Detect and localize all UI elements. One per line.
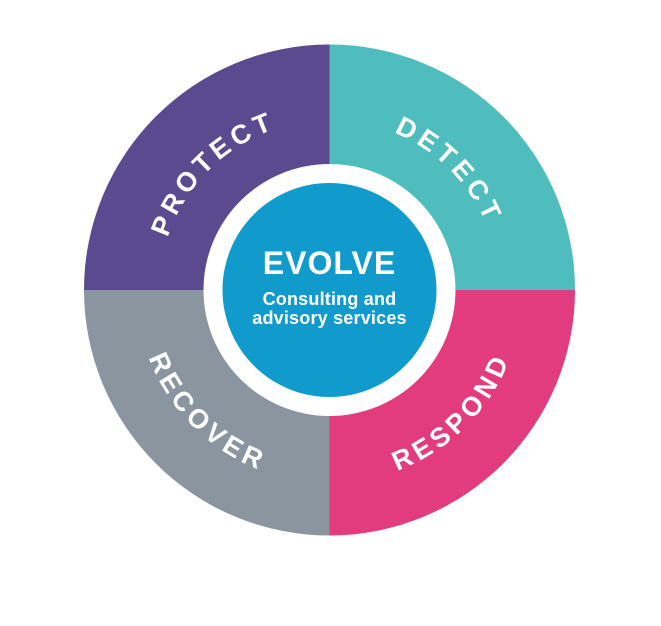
center-subtitle-line1: Consulting and	[263, 289, 397, 309]
center-circle	[222, 183, 437, 397]
center-subtitle-line2: advisory services	[252, 308, 407, 328]
center-title: EVOLVE	[263, 245, 396, 281]
